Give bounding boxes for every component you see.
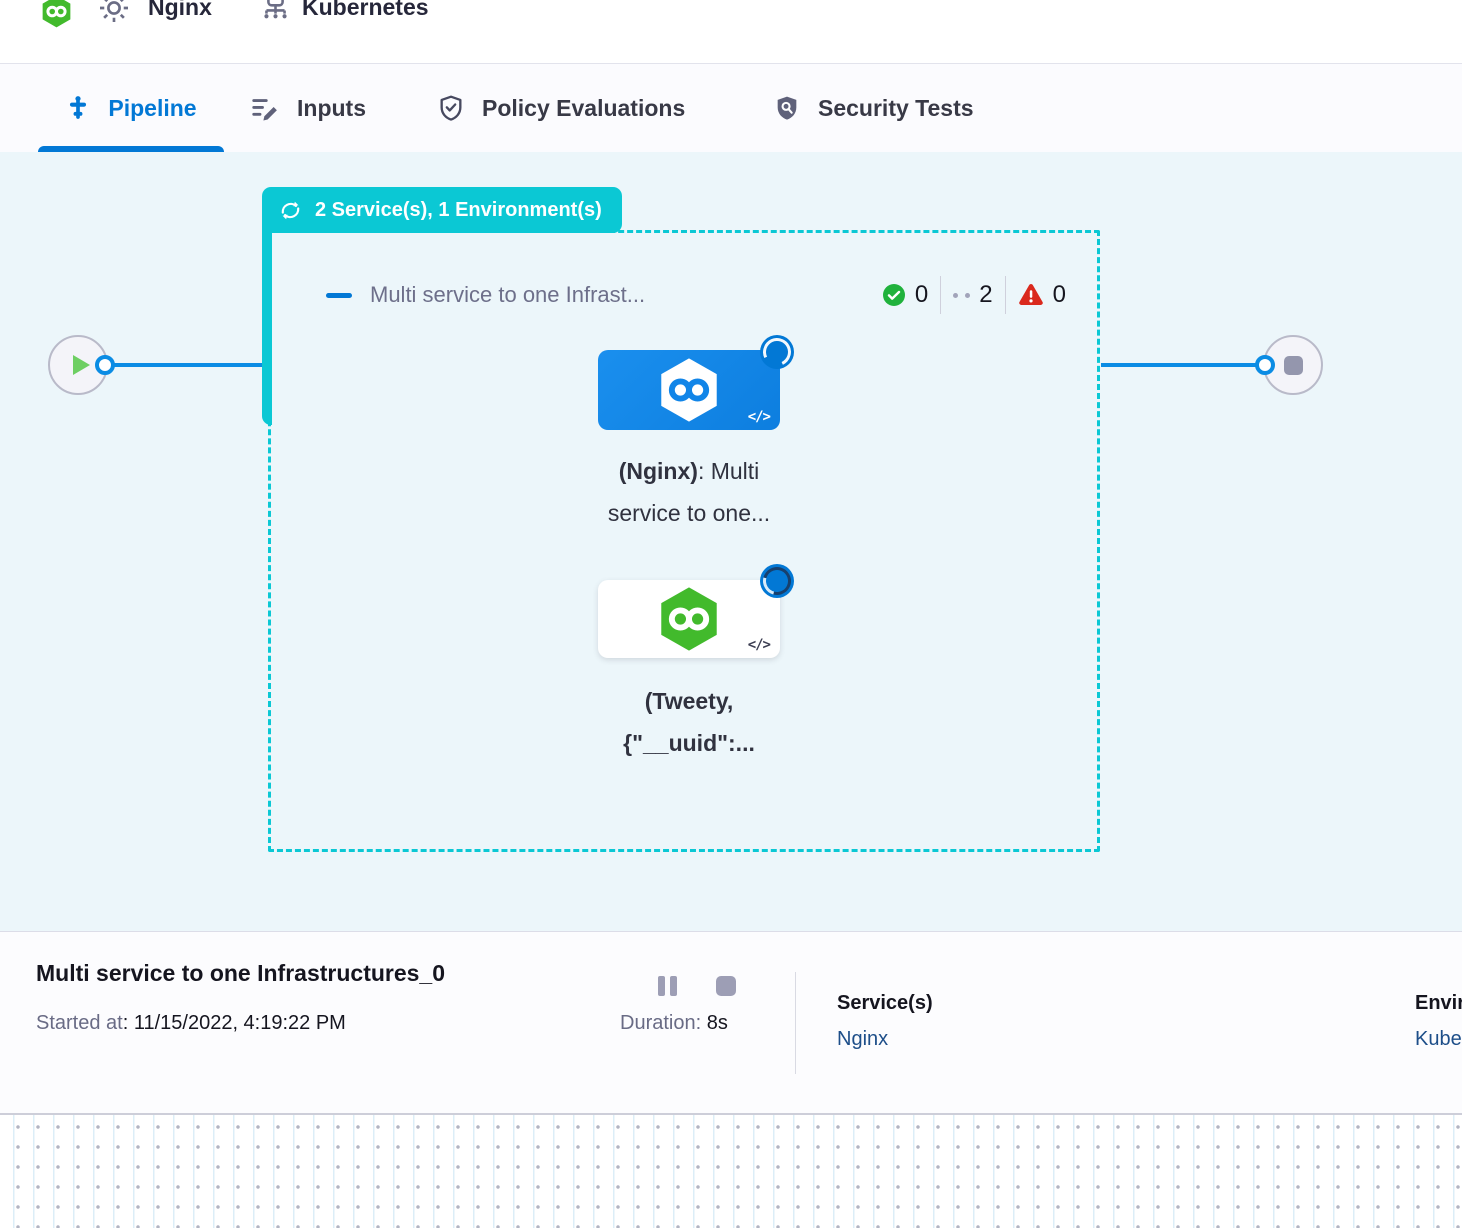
- end-connector-port: [1255, 355, 1275, 375]
- inputs-icon: [250, 93, 280, 123]
- stage-group-strip: [262, 210, 272, 425]
- shield-check-icon: [437, 94, 465, 122]
- tab-inputs-label: Inputs: [297, 94, 366, 121]
- stage-group-header: Multi service to one Infrast... 0 2 0: [326, 273, 1066, 317]
- services-environments-badge[interactable]: 2 Service(s), 1 Environment(s): [262, 187, 622, 233]
- services-column-label: Service(s): [837, 992, 933, 1014]
- service-node-tweety[interactable]: </>: [598, 580, 780, 658]
- harness-logo-white-hexagon: [661, 358, 717, 422]
- count-divider: [1004, 276, 1006, 314]
- pipeline-canvas[interactable]: 2 Service(s), 1 Environment(s) Multi ser…: [0, 152, 1462, 932]
- stop-icon: [1284, 356, 1303, 375]
- shield-magnifier-icon: [773, 94, 801, 122]
- tab-security-tests[interactable]: Security Tests: [773, 64, 974, 152]
- execution-details-bar: Multi service to one Infrastructures_0 S…: [0, 932, 1462, 1113]
- code-icon: </>: [747, 637, 771, 653]
- environment-icon: [260, 0, 291, 24]
- loop-icon: [278, 198, 303, 223]
- environment-name[interactable]: Kubernetes: [302, 0, 429, 20]
- footer-divider: [795, 972, 796, 1074]
- code-icon: </>: [747, 409, 771, 425]
- node-label-tweety: (Tweety, {"__uuid":...: [623, 688, 755, 756]
- play-icon: [73, 355, 90, 375]
- running-dots-icon: [953, 292, 971, 298]
- service-name[interactable]: Nginx: [148, 0, 212, 20]
- harness-logo-green-hexagon: [661, 587, 717, 651]
- environments-column-label: Environment(s): [1415, 992, 1462, 1014]
- warning-triangle-icon: [1018, 283, 1044, 307]
- success-check-icon: [882, 283, 906, 307]
- tab-security-tests-label: Security Tests: [818, 94, 974, 121]
- services-environments-badge-label: 2 Service(s), 1 Environment(s): [315, 198, 602, 221]
- node-status-spinner[interactable]: [760, 564, 794, 598]
- count-divider: [940, 276, 942, 314]
- collapse-icon[interactable]: [326, 292, 352, 298]
- gear-icon: [98, 0, 130, 24]
- stage-group-box[interactable]: Multi service to one Infrast... 0 2 0: [268, 230, 1100, 852]
- failed-count: 0: [1052, 281, 1066, 308]
- environment-link-kubernetes[interactable]: Kubernetes: [1415, 1028, 1462, 1050]
- execution-tab-bar: Pipeline Inputs Policy Evaluations Secur…: [0, 64, 1462, 153]
- console-dot-grid: [0, 1113, 1462, 1228]
- abort-button[interactable]: [716, 976, 736, 996]
- started-at: Started at: 11/15/2022, 4:19:22 PM: [36, 1012, 346, 1034]
- stage-group-title: Multi service to one Infrast...: [370, 282, 646, 307]
- node-label-nginx: (Nginx): Multi service to one...: [607, 458, 771, 526]
- pipeline-icon: [65, 95, 91, 121]
- tab-policy-evaluations-label: Policy Evaluations: [482, 94, 686, 121]
- tab-pipeline-label: Pipeline: [108, 94, 197, 121]
- harness-service-icon: [40, 0, 73, 29]
- node-status-spinner[interactable]: [760, 335, 794, 369]
- tab-pipeline[interactable]: Pipeline: [38, 64, 224, 152]
- pause-button[interactable]: [658, 976, 677, 996]
- execution-summary-bar: Nginx Kubernetes: [0, 0, 1462, 64]
- edge-stage-to-end: [1101, 363, 1258, 367]
- start-connector-port: [95, 355, 115, 375]
- stage-status-counts: 0 2 0: [882, 276, 1066, 314]
- duration: Duration: 8s: [620, 1012, 728, 1034]
- edge-start-to-stage: [112, 363, 263, 367]
- tab-inputs[interactable]: Inputs: [250, 64, 366, 152]
- execution-title: Multi service to one Infrastructures_0: [36, 960, 446, 986]
- active-tab-underline: [38, 146, 224, 152]
- running-count: 2: [979, 281, 993, 308]
- tab-policy-evaluations[interactable]: Policy Evaluations: [437, 64, 685, 152]
- success-count: 0: [914, 281, 929, 308]
- service-node-nginx[interactable]: </>: [598, 350, 780, 430]
- service-link-nginx[interactable]: Nginx: [837, 1028, 889, 1050]
